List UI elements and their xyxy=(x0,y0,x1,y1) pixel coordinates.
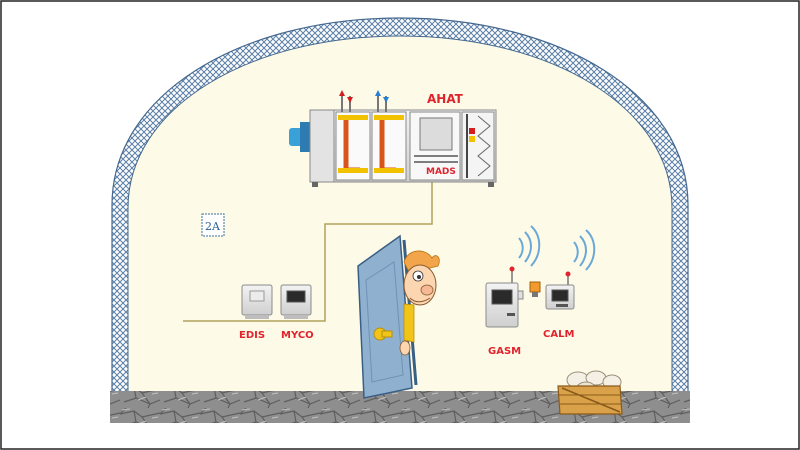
myco-label: MYCO xyxy=(281,330,314,341)
badge-text: 2A xyxy=(205,220,221,233)
mushroom-crate-icon xyxy=(557,370,623,415)
calm-label: CALM xyxy=(543,329,574,340)
air-handling-unit-icon xyxy=(289,90,497,187)
gas-monitor-icon xyxy=(485,266,524,328)
ahat-label: AHAT xyxy=(427,92,464,106)
2a-badge-icon: 2A xyxy=(201,213,225,237)
calm-sensor-icon xyxy=(545,271,575,310)
myco-controller-icon xyxy=(280,284,312,319)
character-peeking-icon xyxy=(399,250,440,356)
sensor-tag-icon xyxy=(529,281,541,297)
edis-label: EDIS xyxy=(239,330,265,341)
edis-controller-icon xyxy=(241,284,273,319)
gasm-label: GASM xyxy=(488,346,521,357)
wireless-signal-icon xyxy=(518,225,541,267)
wireless-signal-icon-2 xyxy=(573,229,596,271)
cable-network xyxy=(183,182,433,322)
mads-label: MADS xyxy=(426,167,456,177)
